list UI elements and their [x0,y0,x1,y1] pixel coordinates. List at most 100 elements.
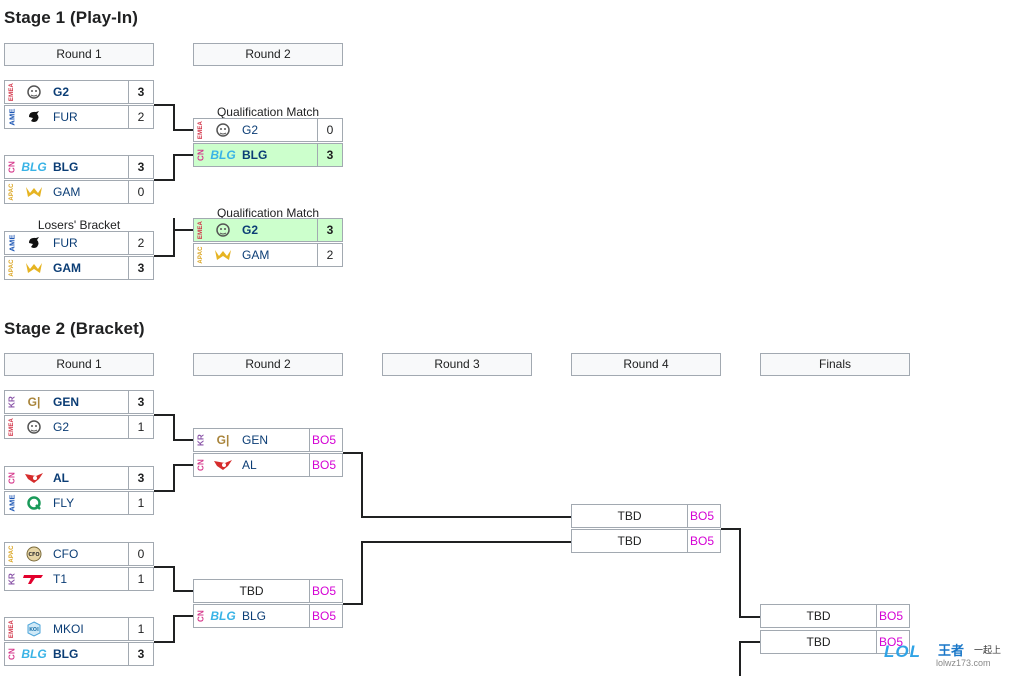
team-row[interactable]: APAC GAM 3 [4,256,154,280]
watermark-logo: LOL [884,642,921,661]
team-name[interactable]: GAM [53,185,81,199]
stage1-round2-header: Round 2 [193,43,343,66]
team-name[interactable]: G2 [242,123,259,137]
cfo-logo-icon: CFO [19,543,49,565]
team-score: 0 [317,119,342,141]
stage2-title: Stage 2 (Bracket) [4,319,145,338]
best-of-label: BO5 [309,580,342,602]
team-name[interactable]: BLG [242,609,267,623]
t1-logo-icon [19,568,49,590]
al-logo-icon [19,467,49,489]
team-row[interactable]: EMEA G2 1 [4,415,154,439]
team-score: 1 [128,618,153,640]
team-row[interactable]: AME FUR 2 [4,231,154,255]
team-row[interactable]: CN BLG BLG 3 [4,642,154,666]
team-name: TBD [617,534,642,548]
stage2-round1-header: Round 1 [4,353,154,376]
gam-logo-icon [19,257,49,279]
mkoi-logo-icon: KOI [19,618,49,640]
qualification-match-label: Qualification Match [216,105,320,119]
team-name[interactable]: CFO [53,547,79,561]
team-row[interactable]: EMEA G2 3 [193,218,343,242]
stage2-finals-header: Finals [760,353,910,376]
team-name[interactable]: MKOI [53,622,84,636]
watermark-url: lolwz173.com [936,658,991,668]
team-name[interactable]: GEN [242,433,269,447]
tbd-slot: TBD BO5 [760,604,910,628]
team-score: 2 [128,232,153,254]
team-name[interactable]: GAM [53,261,81,275]
stage2-round4-header: Round 4 [571,353,721,376]
team-name[interactable]: G2 [53,85,70,99]
svg-text:CFO: CFO [28,552,39,558]
team-score: 0 [128,543,153,565]
team-name[interactable]: FLY [53,496,75,510]
team-row[interactable]: KR G| GEN 3 [4,390,154,414]
team-row[interactable]: APAC GAM 2 [193,243,343,267]
tbd-slot: TBD BO5 [571,504,721,528]
g2-logo-icon [208,119,238,141]
team-row[interactable]: AME FUR 2 [4,105,154,129]
tbd-slot: TBD BO5 [760,630,910,654]
g2-logo-icon [19,416,49,438]
team-row[interactable]: EMEA G2 0 [193,118,343,142]
team-row[interactable]: CN BLG BLG BO5 [193,604,343,628]
team-score: 1 [128,416,153,438]
team-name[interactable]: GEN [53,395,80,409]
fly-logo-icon [19,492,49,514]
team-row[interactable]: CN BLG BLG 3 [4,155,154,179]
tbd-slot: TBD BO5 [193,579,343,603]
team-row[interactable]: KR T1 1 [4,567,154,591]
stage1-round1-header: Round 1 [4,43,154,66]
site-watermark: LOL 王者 一起上 lolwz173.com [884,640,1015,676]
team-score: 1 [128,568,153,590]
team-name[interactable]: AL [242,458,257,472]
best-of-label: BO5 [876,605,909,627]
g2-logo-icon [208,219,238,241]
team-name[interactable]: AL [53,471,69,485]
gam-logo-icon [208,244,238,266]
team-score: 3 [317,219,342,241]
team-name[interactable]: G2 [53,420,70,434]
team-name[interactable]: GAM [242,248,270,262]
team-row[interactable]: CN BLG BLG 3 [193,143,343,167]
team-row[interactable]: CN AL BO5 [193,453,343,477]
stage2-round2-header: Round 2 [193,353,343,376]
best-of-label: BO5 [309,605,342,627]
team-name: TBD [239,584,264,598]
team-row[interactable]: APAC CFO CFO 0 [4,542,154,566]
best-of-label: BO5 [876,631,909,653]
blg-logo-icon: BLG [21,160,47,174]
gen-logo-icon: G| [216,433,230,447]
team-score: 3 [317,144,342,166]
team-name[interactable]: G2 [242,223,259,237]
team-name[interactable]: BLG [53,647,79,661]
best-of-label: BO5 [309,454,342,476]
blg-logo-icon: BLG [210,609,236,623]
team-name[interactable]: BLG [53,160,79,174]
team-name[interactable]: T1 [53,572,68,586]
team-score: 3 [128,467,153,489]
team-row[interactable]: CN AL 3 [4,466,154,490]
team-name[interactable]: FUR [53,110,78,124]
fur-logo-icon [19,106,49,128]
team-row[interactable]: KR G| GEN BO5 [193,428,343,452]
team-score: 3 [128,391,153,413]
team-row[interactable]: APAC GAM 0 [4,180,154,204]
gen-logo-icon: G| [27,395,41,409]
gam-logo-icon [19,181,49,203]
team-row[interactable]: AME FLY 1 [4,491,154,515]
team-score: 2 [128,106,153,128]
team-score: 0 [128,181,153,203]
watermark-cn-text: 王者 [938,643,965,658]
team-name[interactable]: BLG [242,148,268,162]
g2-logo-icon [19,81,49,103]
best-of-label: BO5 [687,505,720,527]
team-row[interactable]: EMEA G2 3 [4,80,154,104]
svg-text:KOI: KOI [29,627,39,633]
stage2-round3-header: Round 3 [382,353,532,376]
team-row[interactable]: EMEA KOI MKOI 1 [4,617,154,641]
losers-bracket-label: Losers' Bracket [37,218,121,232]
best-of-label: BO5 [309,429,342,451]
team-name[interactable]: FUR [53,236,78,250]
